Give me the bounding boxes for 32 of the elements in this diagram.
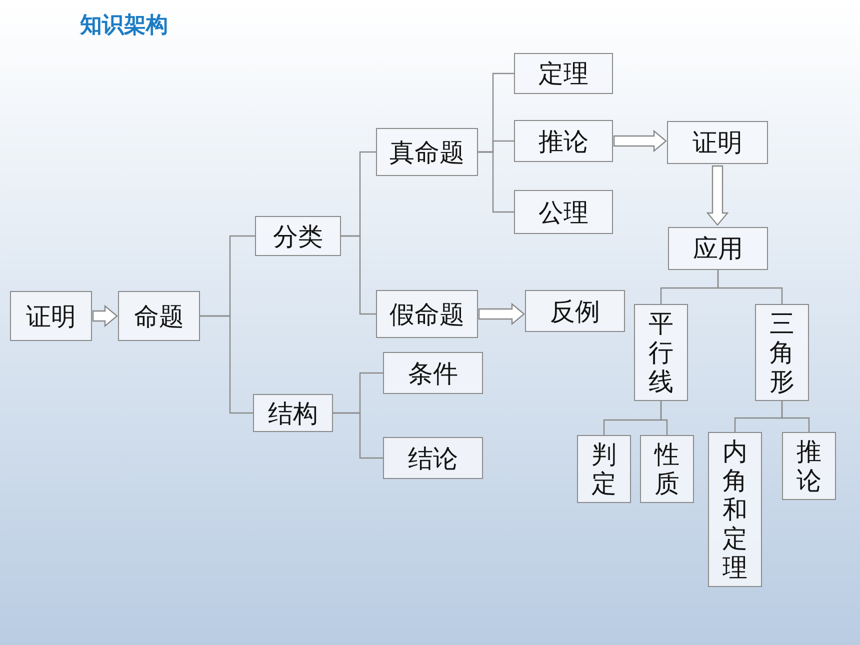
concept-box: 内角和定理 bbox=[708, 432, 762, 587]
concept-box: 公理 bbox=[514, 190, 613, 234]
tree-connector bbox=[717, 270, 783, 304]
concept-box: 结论 bbox=[383, 437, 483, 479]
hollow-arrow bbox=[92, 304, 118, 328]
concept-box: 假命题 bbox=[376, 290, 478, 338]
concept-box: 反例 bbox=[525, 290, 625, 332]
tree-connector bbox=[341, 235, 376, 315]
tree-connector bbox=[200, 315, 253, 414]
concept-box: 推论 bbox=[782, 432, 836, 500]
concept-box: 分类 bbox=[255, 216, 341, 256]
concept-box: 命题 bbox=[118, 291, 200, 341]
title: 知识架构 bbox=[80, 12, 168, 40]
tree-connector bbox=[781, 401, 810, 432]
concept-box: 判定 bbox=[577, 435, 631, 503]
concept-box: 条件 bbox=[383, 352, 483, 394]
concept-box: 应用 bbox=[668, 227, 768, 270]
hollow-arrow bbox=[478, 302, 525, 326]
hollow-arrow bbox=[706, 165, 729, 226]
tree-connector bbox=[478, 151, 514, 213]
concept-box: 证明 bbox=[667, 121, 768, 164]
concept-box: 结构 bbox=[253, 394, 333, 432]
concept-box: 真命题 bbox=[376, 128, 478, 176]
concept-box: 证明 bbox=[10, 291, 92, 341]
concept-box: 平行线 bbox=[634, 304, 688, 401]
tree-connector bbox=[333, 412, 383, 459]
concept-box: 推论 bbox=[514, 120, 613, 162]
concept-box: 三角形 bbox=[755, 304, 809, 401]
hollow-arrow bbox=[613, 130, 667, 152]
concept-box: 性质 bbox=[640, 435, 694, 503]
tree-connector bbox=[660, 401, 668, 435]
concept-box: 定理 bbox=[514, 53, 613, 94]
